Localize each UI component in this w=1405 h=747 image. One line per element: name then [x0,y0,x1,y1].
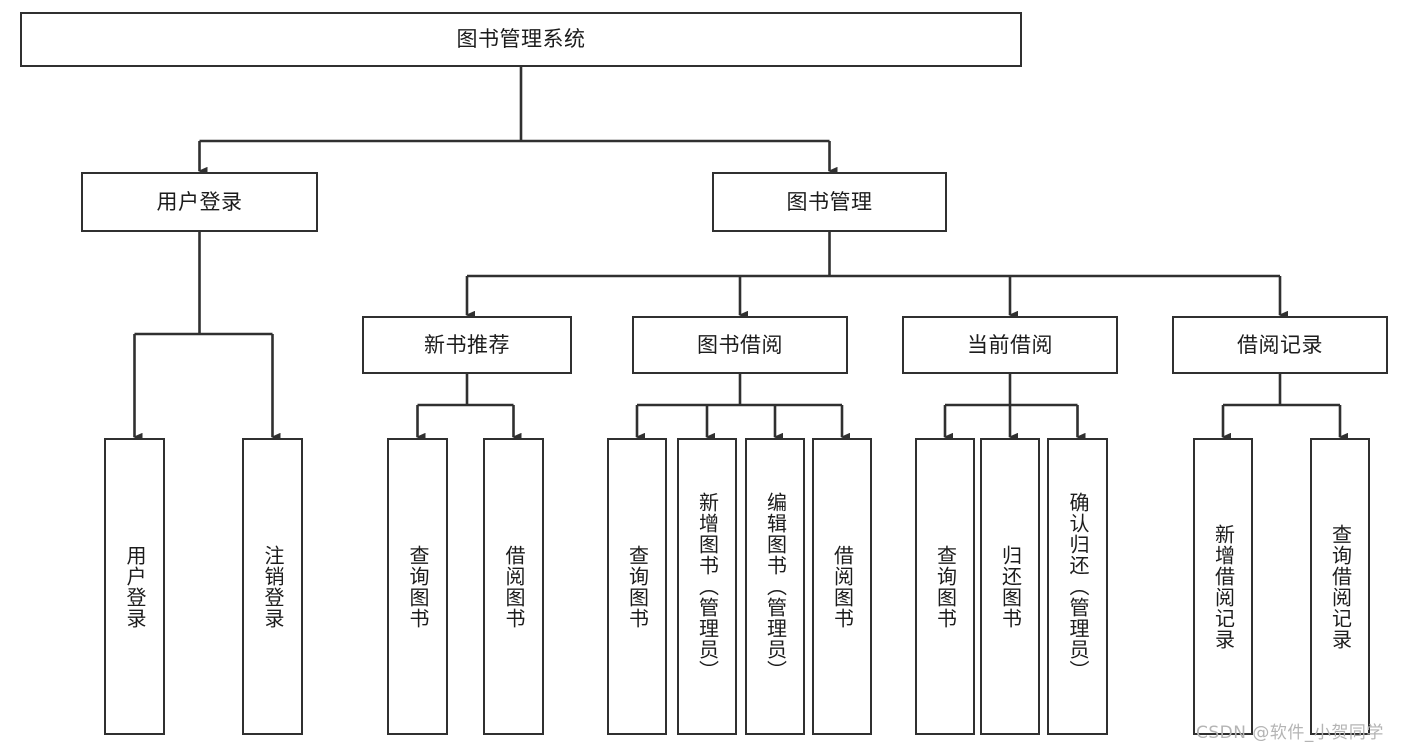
watermark-csdn: CSDN @软件_小贺同学 [1196,723,1384,743]
node-leaf-add-record[interactable]: 新增借阅记录 [1193,438,1253,735]
node-label: 借阅记录 [1237,332,1323,357]
node-user-login[interactable]: 用户登录 [81,172,318,232]
node-label: 借阅图书 [830,544,855,629]
node-leaf-query-book-2[interactable]: 查询图书 [607,438,667,735]
node-leaf-query-book-1[interactable]: 查询图书 [387,438,448,735]
node-leaf-borrow-book-1[interactable]: 借阅图书 [483,438,544,735]
node-leaf-query-book-3[interactable]: 查询图书 [915,438,975,735]
node-label: 查询图书 [625,544,650,629]
node-label: 新书推荐 [424,332,510,357]
edge-layer [133,67,1348,442]
node-leaf-query-record[interactable]: 查询借阅记录 [1310,438,1370,735]
node-leaf-user-login[interactable]: 用户登录 [104,438,165,735]
node-root[interactable]: 图书管理系统 [20,12,1022,67]
node-current-borrow[interactable]: 当前借阅 [902,316,1118,374]
node-label: 用户登录 [123,544,147,629]
node-label: 借阅图书 [502,544,526,629]
node-label: 编辑图书（管理员） [763,492,788,681]
node-leaf-add-book[interactable]: 新增图书（管理员） [677,438,737,735]
node-leaf-confirm-return[interactable]: 确认归还（管理员） [1047,438,1108,735]
node-book-manage[interactable]: 图书管理 [712,172,947,232]
node-label: 注销登录 [261,544,285,629]
node-leaf-return-book[interactable]: 归还图书 [980,438,1040,735]
node-label: 用户登录 [156,189,243,214]
node-label: 当前借阅 [967,332,1053,357]
node-borrow-record[interactable]: 借阅记录 [1172,316,1388,374]
node-label: 新增图书（管理员） [695,492,720,681]
node-book-borrow[interactable]: 图书借阅 [632,316,848,374]
node-label: 归还图书 [998,544,1023,629]
node-label: 查询借阅记录 [1328,523,1353,650]
node-label: 查询图书 [406,544,430,629]
node-new-book-rec[interactable]: 新书推荐 [362,316,572,374]
node-label: 图书管理系统 [456,27,586,52]
node-leaf-logout[interactable]: 注销登录 [242,438,303,735]
node-label: 确认归还（管理员） [1066,492,1090,681]
node-label: 新增借阅记录 [1211,523,1236,650]
node-label: 查询图书 [933,544,958,629]
node-leaf-edit-book[interactable]: 编辑图书（管理员） [745,438,805,735]
node-label: 图书借阅 [697,332,783,357]
node-label: 图书管理 [786,189,873,214]
node-leaf-borrow-book-2[interactable]: 借阅图书 [812,438,872,735]
